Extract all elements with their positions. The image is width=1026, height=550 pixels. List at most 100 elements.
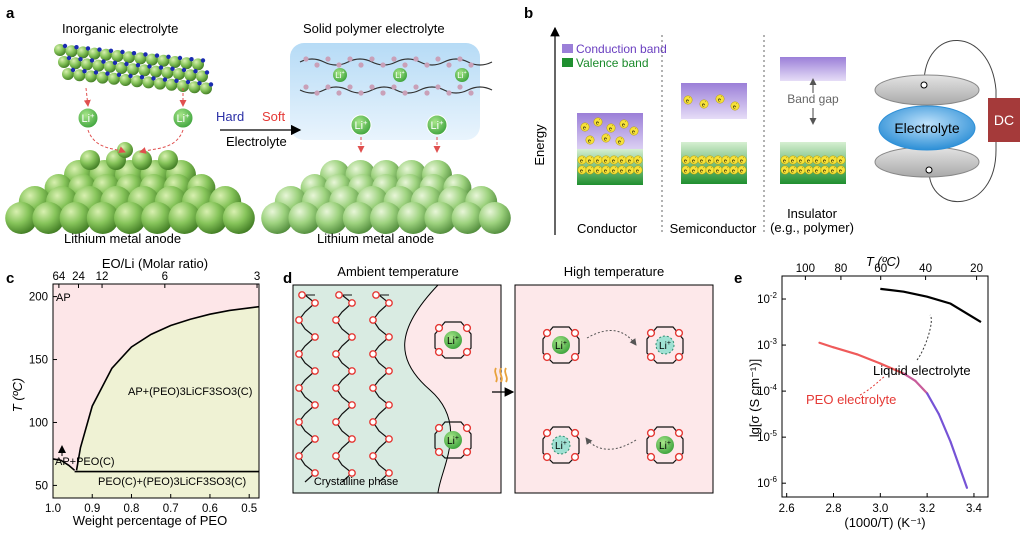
top-tick-label: 12 — [96, 271, 109, 283]
electron-label: e- — [724, 166, 729, 175]
x-tick-label: 0.6 — [202, 503, 218, 515]
peo-electrolyte-segment — [902, 372, 917, 383]
lattice-anion — [177, 55, 183, 61]
crystalline-label: Crystalline phase — [314, 476, 398, 488]
ether-oxygen — [424, 90, 430, 96]
lattice-atom — [165, 78, 178, 91]
electron — [683, 95, 693, 105]
electron-label: e- — [791, 166, 796, 175]
electron — [580, 122, 590, 132]
ether-oxygen — [385, 435, 393, 443]
electron — [615, 136, 625, 146]
lattice-atom — [150, 65, 162, 78]
x-tick-label: 0.7 — [163, 503, 179, 515]
phase-boundary-1 — [52, 458, 76, 471]
electron-label: e- — [716, 156, 721, 165]
x-tick-label-e: 2.8 — [826, 503, 842, 515]
lattice-atom — [127, 63, 139, 76]
top-tick-label: 24 — [72, 271, 85, 283]
lattice-atom — [88, 47, 101, 60]
ether-oxygen — [462, 323, 472, 333]
li-complex-label: Li+ — [447, 335, 459, 347]
electron — [730, 101, 740, 111]
electron-label: e- — [583, 123, 588, 132]
lattice-atom — [169, 56, 181, 68]
lattice-atom — [81, 58, 93, 71]
lattice-anion — [154, 53, 160, 58]
ether-oxygen — [332, 452, 340, 460]
lattice-atom — [184, 69, 197, 82]
lithium-atom — [342, 202, 375, 234]
electron — [715, 94, 725, 104]
legend-conduction: Conduction band — [576, 42, 667, 56]
lithium-atom — [451, 202, 484, 234]
lattice-atom — [192, 58, 204, 71]
electron — [585, 135, 595, 145]
peo-electrolyte-segment — [937, 413, 952, 443]
liquid-electrolyte-line — [880, 287, 982, 323]
peo-leader — [859, 375, 886, 396]
ether-oxygen — [311, 367, 319, 375]
lithium-atom — [478, 202, 511, 234]
lattice-atom — [100, 48, 112, 61]
lattice-atom — [92, 59, 105, 72]
ether-oxygen — [332, 418, 340, 426]
li-complex-ion — [552, 336, 570, 354]
ether-oxygen — [462, 347, 472, 357]
lattice-atom — [196, 70, 208, 83]
li-complex-moved-label: Li+ — [659, 340, 671, 352]
lattice-anion — [66, 55, 72, 61]
electrolyte-disk-label: Electrolyte — [894, 120, 960, 136]
li-complex-moved-vacancy — [655, 335, 675, 355]
electron-label: e- — [831, 166, 836, 175]
electron — [601, 133, 611, 143]
ether-oxygen — [348, 333, 356, 341]
top-axis-label: EO/Li (Molar ratio) — [102, 256, 208, 271]
lattice-atom — [104, 60, 116, 73]
ether-oxygen — [402, 62, 408, 68]
electron-label: e- — [839, 156, 844, 165]
electron-label: e- — [628, 166, 633, 175]
lattice-atom — [85, 70, 97, 83]
electron-label: e- — [708, 166, 713, 175]
semiconductor-label: Semiconductor — [670, 221, 757, 236]
lattice-anion — [82, 69, 87, 74]
lattice-anion — [101, 59, 106, 64]
li-ion-small — [455, 68, 469, 82]
li-complex-ion — [656, 436, 674, 454]
ether-oxygen — [542, 428, 552, 438]
li-complex-label: Li+ — [555, 340, 567, 352]
lattice-atom — [138, 64, 151, 77]
wire-bottom — [928, 135, 997, 202]
ion-drift-arrow — [83, 87, 91, 107]
electron-label: e- — [636, 156, 641, 165]
wire-top — [923, 40, 997, 115]
high-temp-box — [514, 284, 714, 494]
electron-label: e- — [823, 156, 828, 165]
lithium-atom — [397, 202, 430, 234]
conductor-label: Conductor — [577, 221, 638, 236]
top-tick-label-e: 100 — [796, 263, 815, 275]
legend-valence-swatch — [562, 58, 573, 67]
x-tick-label: 1.0 — [45, 503, 61, 515]
ether-oxygen — [295, 452, 303, 460]
li-complex-ion — [444, 431, 462, 449]
ether-oxygen — [385, 367, 393, 375]
y-tick-label: 200 — [29, 292, 48, 304]
ether-oxygen — [413, 84, 419, 90]
ether-oxygen — [570, 452, 580, 462]
peo-electrolyte-segment — [832, 346, 859, 356]
lithium-atom — [168, 202, 201, 234]
lattice-anion — [108, 48, 114, 53]
ether-oxygen — [424, 62, 430, 68]
insulator-conduction-band — [780, 57, 846, 81]
top-tick-label-e: 60 — [874, 263, 887, 275]
ether-oxygen — [391, 56, 397, 62]
electron-label: e- — [740, 156, 745, 165]
lattice-atom — [157, 54, 170, 67]
li-ion-small-label: Li+ — [457, 70, 467, 80]
electron-label: e- — [740, 166, 745, 175]
lattice-anion — [197, 81, 202, 86]
